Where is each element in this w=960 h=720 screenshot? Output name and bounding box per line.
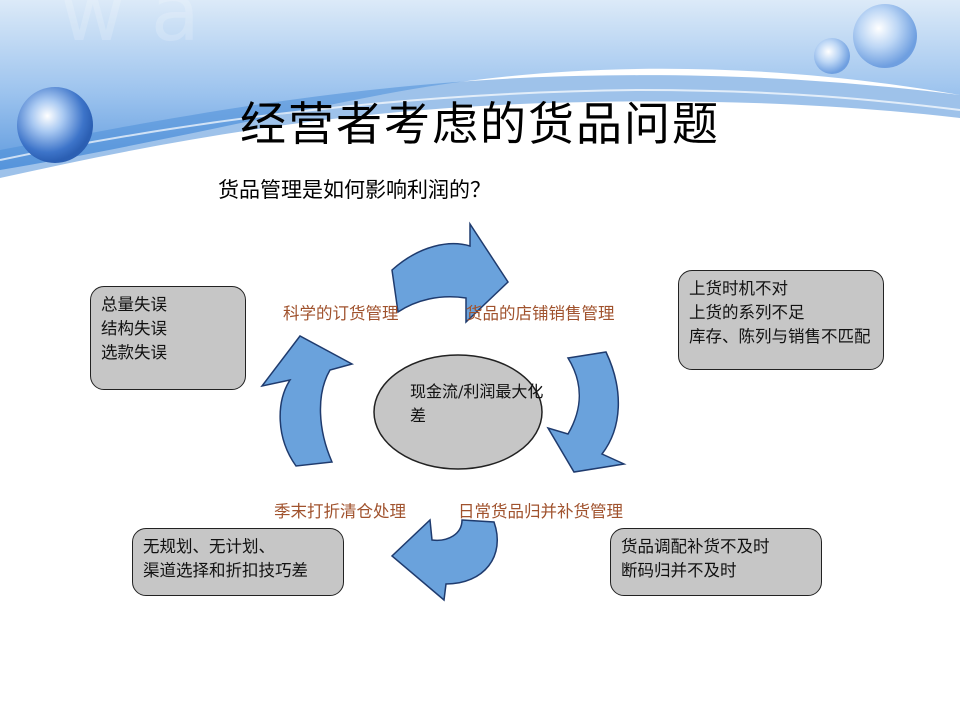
- slide-subtitle: 货品管理是如何影响利润的？: [218, 178, 491, 202]
- center-line-2: 差: [410, 406, 427, 425]
- box-line: 上货时机不对: [689, 279, 788, 298]
- label-clearance: 季末打折清仓处理: [274, 502, 406, 521]
- box-line: 上货的系列不足: [689, 303, 805, 322]
- box-clearance-issues: 无规划、无计划、 渠道选择和折扣技巧差: [132, 528, 344, 596]
- label-ordering: 科学的订货管理: [283, 304, 399, 323]
- box-line: 选款失误: [101, 343, 167, 362]
- box-ordering-errors: 总量失误 结构失误 选款失误: [90, 286, 246, 390]
- box-sales-issues: 上货时机不对 上货的系列不足 库存、陈列与销售不匹配: [678, 270, 884, 370]
- box-line: 断码归并不及时: [621, 561, 737, 580]
- arrow-top-right: [391, 221, 509, 324]
- center-line-1: 现金流/利润最大化: [410, 382, 544, 401]
- arrow-bottom-left: [390, 518, 499, 602]
- center-text: 现金流/利润最大化 差: [410, 380, 543, 428]
- center-ellipse: [373, 354, 543, 470]
- label-replenishment: 日常货品归并补货管理: [458, 502, 623, 521]
- box-line: 总量失误: [101, 295, 167, 314]
- arrow-left-up: [260, 335, 355, 467]
- box-line: 库存、陈列与销售不匹配: [689, 327, 871, 346]
- box-line: 结构失误: [101, 319, 167, 338]
- box-replenishment-issues: 货品调配补货不及时 断码归并不及时: [610, 528, 822, 596]
- label-store-sales: 货品的店铺销售管理: [466, 304, 615, 323]
- arrow-right-down: [546, 351, 627, 473]
- box-line: 货品调配补货不及时: [621, 537, 770, 556]
- box-line: 渠道选择和折扣技巧差: [143, 561, 308, 580]
- slide-title: 经营者考虑的货品问题: [240, 97, 720, 151]
- box-line: 无规划、无计划、: [143, 537, 275, 556]
- svg-text:w a: w a: [60, 0, 200, 59]
